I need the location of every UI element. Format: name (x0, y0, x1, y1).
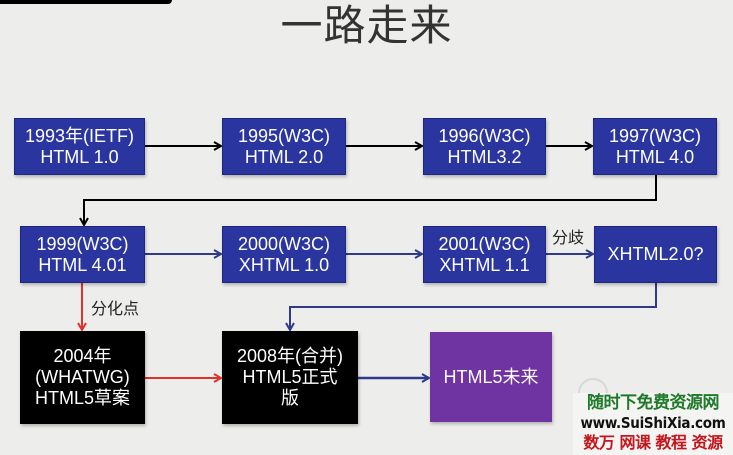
node-2004-whatwg: 2004年 (WHATWG) HTML5草案 (20, 331, 145, 424)
node-line: 1995(W3C) (237, 125, 331, 146)
label-fork: 分歧 (552, 228, 585, 247)
node-line: (WHATWG) (35, 367, 130, 387)
arrow-xhtml2-2008 (290, 283, 657, 330)
label-divergence-point: 分化点 (91, 299, 140, 318)
node-line: 1993年(IETF) (24, 125, 135, 146)
node-line: HTML 4.0 (615, 146, 695, 167)
node-line: 1996(W3C) (438, 125, 531, 146)
node-1995-html2: 1995(W3C) HTML 2.0 (222, 118, 346, 175)
node-line: HTML5未来 (443, 366, 539, 387)
node-line: HTML5草案 (34, 388, 130, 408)
node-line: XHTML 1.1 (439, 254, 530, 275)
node-line: XHTML 1.0 (238, 254, 330, 275)
node-line: HTML 1.0 (40, 146, 119, 167)
node-1997-html4: 1997(W3C) HTML 4.0 (593, 118, 717, 175)
node-xhtml2: XHTML2.0? (594, 226, 717, 283)
node-line: HTML 4.01 (38, 254, 127, 275)
arrow-1997-1999 (84, 175, 657, 225)
node-2008-html5: 2008年(合并) HTML5正式 版 (222, 331, 358, 424)
watermark: 随时下免费资源网 www.SuiShiXia.com 数万 网课 教程 资源 (573, 393, 733, 455)
node-1999-html401: 1999(W3C) HTML 4.01 (20, 226, 145, 283)
node-line: 2001(W3C) (438, 233, 531, 254)
node-2000-xhtml1: 2000(W3C) XHTML 1.0 (222, 226, 346, 283)
node-line: 1999(W3C) (36, 233, 129, 254)
node-line: HTML3.2 (447, 146, 522, 167)
node-line: HTML5正式 (242, 367, 338, 387)
watermark-line-1: 随时下免费资源网 (587, 393, 720, 413)
node-line: 1997(W3C) (608, 125, 702, 146)
node-line: 2000(W3C) (237, 233, 331, 254)
node-1993-html1: 1993年(IETF) HTML 1.0 (14, 118, 145, 175)
watermark-line-2: www.SuiShiXia.com (580, 414, 726, 432)
node-line: XHTML2.0? (607, 244, 704, 264)
node-1996-html32: 1996(W3C) HTML3.2 (423, 118, 546, 175)
node-html5-future: HTML5未来 (430, 332, 552, 422)
watermark-line-3: 数万 网课 教程 资源 (583, 433, 723, 452)
node-line: HTML 2.0 (244, 146, 324, 167)
node-line: 2008年(合并) (236, 346, 344, 366)
node-line: 版 (281, 388, 299, 408)
top-bar (0, 0, 172, 4)
slide-title: 一路走来 (280, 1, 453, 50)
node-line: 2004年 (53, 346, 112, 366)
node-2001-xhtml11: 2001(W3C) XHTML 1.1 (423, 226, 546, 283)
